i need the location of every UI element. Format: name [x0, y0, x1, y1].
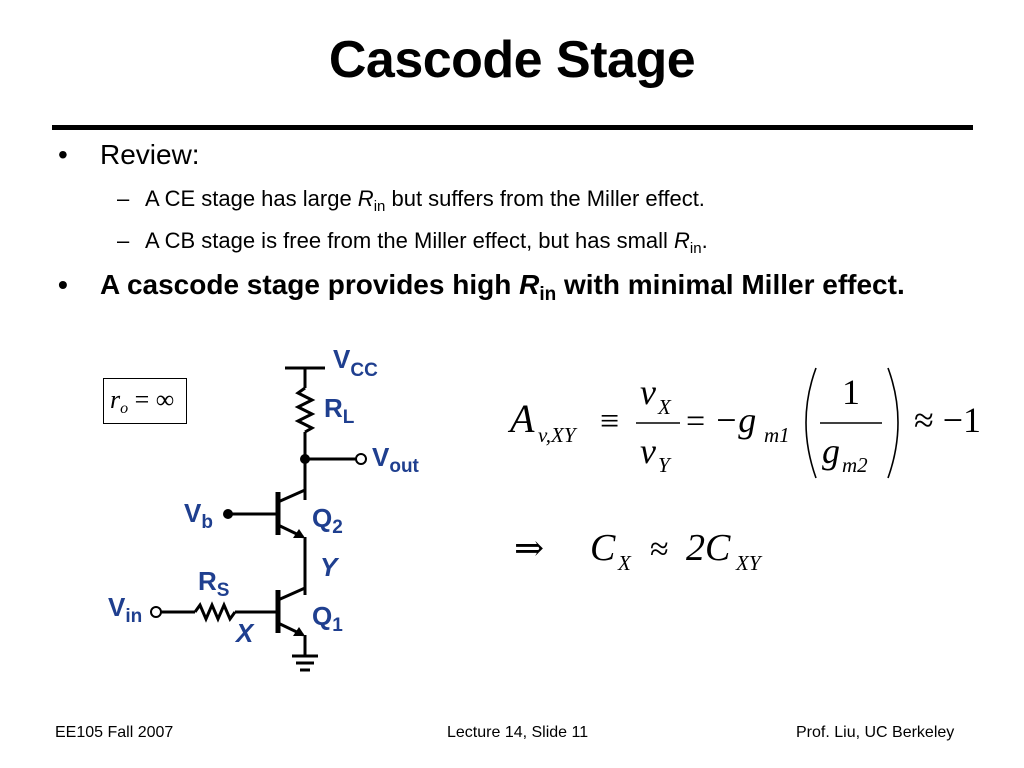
- gm1-subscript: m1: [764, 423, 790, 447]
- left-paren: [805, 367, 817, 479]
- vy-denominator: v: [640, 431, 656, 471]
- footer-slide-number: Lecture 14, Slide 11: [447, 724, 589, 741]
- vout-label: Vout: [372, 442, 420, 477]
- vb-node: [223, 509, 233, 519]
- cxy-subscript: XY: [735, 551, 763, 575]
- dash-glyph: –: [117, 228, 130, 253]
- q2-emitter-arrow: [293, 529, 305, 538]
- vb-label: Vb: [184, 498, 213, 533]
- footer-course: EE105 Fall 2007: [55, 724, 174, 741]
- q1-label: Q1: [312, 601, 343, 636]
- rl-resistor: [294, 386, 316, 434]
- bullet-review-text: Review:: [100, 139, 200, 170]
- vcc-label: VCC: [333, 344, 378, 381]
- cx-subscript: X: [617, 551, 632, 575]
- rin-sub: in: [689, 240, 702, 257]
- vin-label: Vin: [108, 592, 142, 627]
- gain-subscript: v,XY: [538, 423, 578, 447]
- vx-subscript: X: [657, 395, 672, 419]
- rin-var: R: [674, 228, 690, 253]
- gm2-subscript: m2: [842, 453, 868, 477]
- two-cxy: 2C: [686, 527, 731, 569]
- rl-label: RL: [324, 393, 355, 428]
- ro-assumption-box: ro = ∞: [103, 378, 187, 424]
- vy-subscript: Y: [658, 453, 672, 477]
- q1-emitter-arrow: [293, 627, 305, 636]
- ro-sub: o: [120, 400, 129, 417]
- gain-equations: A v,XY ≡ v X v Y = −g m1 1 g m2 ≈ −1 ⇒ C…: [507, 367, 981, 575]
- bullet-glyph: •: [58, 139, 68, 170]
- slide-title: Cascode Stage: [328, 31, 696, 89]
- equiv-sign: ≡: [600, 403, 619, 440]
- q2-collector: [277, 488, 306, 504]
- rin-var: R: [357, 186, 374, 211]
- node-x-label: X: [234, 618, 255, 648]
- vout-node: [300, 454, 310, 464]
- ro-assumption-text: ro = ∞: [110, 385, 174, 418]
- text-part: .: [701, 228, 708, 253]
- rs-resistor: [193, 601, 237, 623]
- q1-collector: [277, 586, 306, 602]
- bullet-cascode-text: A cascode stage provides high Rin with m…: [100, 269, 905, 306]
- cascode-circuit-diagram: VCC RL Vout Vb Q2 Y RS Vin X Q1: [108, 344, 420, 672]
- bullet-glyph: •: [58, 269, 68, 300]
- text-part: but suffers from the Miller effect.: [385, 186, 705, 211]
- vout-terminal: [355, 453, 367, 465]
- implies-arrow: ⇒: [514, 528, 544, 568]
- equals-sign: =: [686, 403, 705, 440]
- ro-var: r: [110, 385, 121, 414]
- node-y-label: Y: [320, 552, 340, 582]
- circuit-wiring: [160, 366, 356, 672]
- approx-minus-one: ≈ −1: [914, 400, 981, 440]
- minus-gm1: −g: [714, 400, 756, 440]
- q2-label: Q2: [312, 503, 343, 538]
- approx-sign: ≈: [650, 531, 669, 568]
- sub-bullet-cb-text: A CB stage is free from the Miller effec…: [145, 228, 708, 257]
- dash-glyph: –: [117, 186, 130, 211]
- gm2-denominator: g: [822, 431, 840, 471]
- text-part: A cascode stage provides high: [100, 269, 520, 300]
- text-part: A CE stage has large: [145, 186, 358, 211]
- vx-numerator: v: [640, 372, 656, 412]
- text-part: A CB stage is free from the Miller effec…: [145, 228, 675, 253]
- rin-sub: in: [373, 198, 386, 215]
- vin-terminal: [150, 606, 162, 618]
- text-part: with minimal Miller effect.: [556, 269, 905, 300]
- rin-var: R: [519, 269, 540, 300]
- one-numerator: 1: [842, 372, 860, 412]
- footer-author: Prof. Liu, UC Berkeley: [796, 724, 955, 741]
- right-paren: [887, 367, 899, 479]
- ro-rest: = ∞: [128, 385, 175, 414]
- sub-bullet-ce-text: A CE stage has large Rin but suffers fro…: [145, 186, 705, 215]
- gain-symbol: A: [507, 396, 535, 441]
- rs-label: RS: [198, 566, 229, 601]
- rin-sub: in: [539, 284, 557, 305]
- cx-symbol: C: [590, 527, 616, 569]
- title-underline: [52, 125, 973, 130]
